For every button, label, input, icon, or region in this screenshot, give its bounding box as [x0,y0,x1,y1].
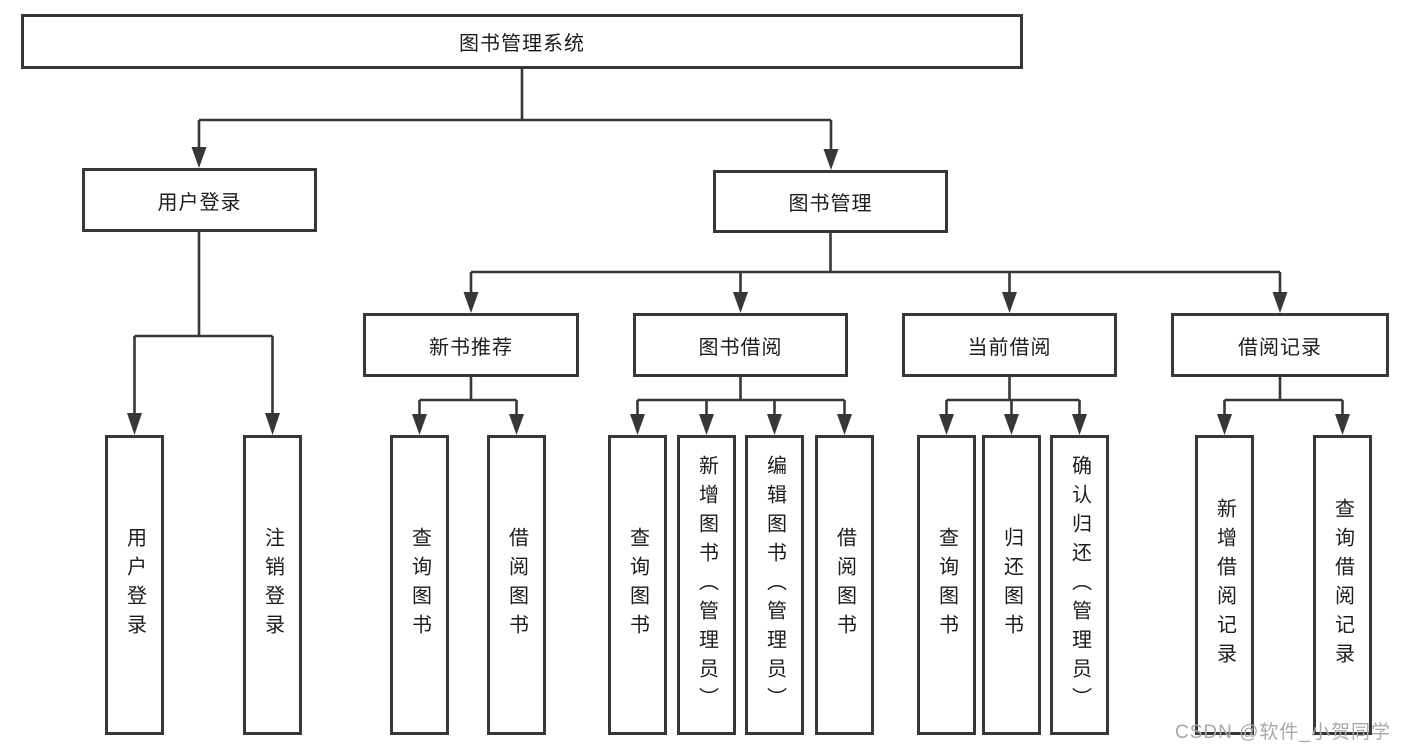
leaf-label: 用户登录 [123,527,146,643]
node-borrow-records: 借阅记录 [1171,313,1389,377]
node-book-borrow: 图书借阅 [633,313,848,377]
leaf-label: 编辑图书（管理员） [763,454,786,716]
leaf-label: 查询图书 [935,527,958,643]
node-label: 图书管理 [788,193,873,215]
node-user-login: 用户登录 [82,168,317,232]
node-root-library-system: 图书管理系统 [21,14,1023,69]
connector-userlogin-to-leaves [127,232,280,435]
leaf-label: 新增图书（管理员） [695,454,718,716]
leaf-confirm-return-admin: 确认归还（管理员） [1050,435,1109,735]
node-label: 当前借阅 [967,336,1052,359]
connector-current-to-leaves [939,377,1087,435]
leaf-label: 借阅图书 [505,527,528,643]
leaf-label: 确认归还（管理员） [1068,454,1091,716]
leaf-label: 新增借阅记录 [1213,498,1236,672]
csdn-watermark: CSDN @软件_小贺同学 [1175,722,1391,743]
leaf-query-books-borrow: 查询图书 [608,435,667,735]
leaf-query-borrow-record: 查询借阅记录 [1313,435,1372,735]
leaf-label: 查询图书 [626,527,649,643]
node-label: 图书借阅 [698,336,783,359]
leaf-add-books-admin: 新增图书（管理员） [677,435,736,735]
node-label: 借阅记录 [1238,336,1322,359]
connector-root-to-level2 [191,69,839,170]
leaf-query-books-recommend: 查询图书 [390,435,449,735]
connector-bookmgmt-to-level3 [463,233,1288,313]
connector-records-to-leaves [1217,377,1350,435]
leaf-user-login: 用户登录 [105,435,164,735]
leaf-logout: 注销登录 [243,435,302,735]
leaf-borrow-books-recommend: 借阅图书 [487,435,546,735]
node-label: 图书管理系统 [459,33,585,55]
leaf-label: 归还图书 [1000,527,1023,643]
node-current-borrow: 当前借阅 [902,313,1117,377]
leaf-label: 查询借阅记录 [1331,498,1354,672]
leaf-label: 借阅图书 [833,527,856,643]
leaf-label: 注销登录 [261,527,284,643]
node-label: 用户登录 [157,191,242,214]
node-new-book-recommend: 新书推荐 [363,313,579,377]
leaf-label: 查询图书 [408,527,431,643]
leaf-edit-books-admin: 编辑图书（管理员） [745,435,804,735]
leaf-return-books: 归还图书 [982,435,1041,735]
connector-borrow-to-leaves [630,377,852,435]
node-book-management: 图书管理 [713,170,948,233]
leaf-add-borrow-record: 新增借阅记录 [1195,435,1254,735]
leaf-query-books-current: 查询图书 [917,435,976,735]
node-label: 新书推荐 [429,336,513,359]
connector-newbook-to-leaves [412,377,524,435]
leaf-borrow-books: 借阅图书 [815,435,874,735]
